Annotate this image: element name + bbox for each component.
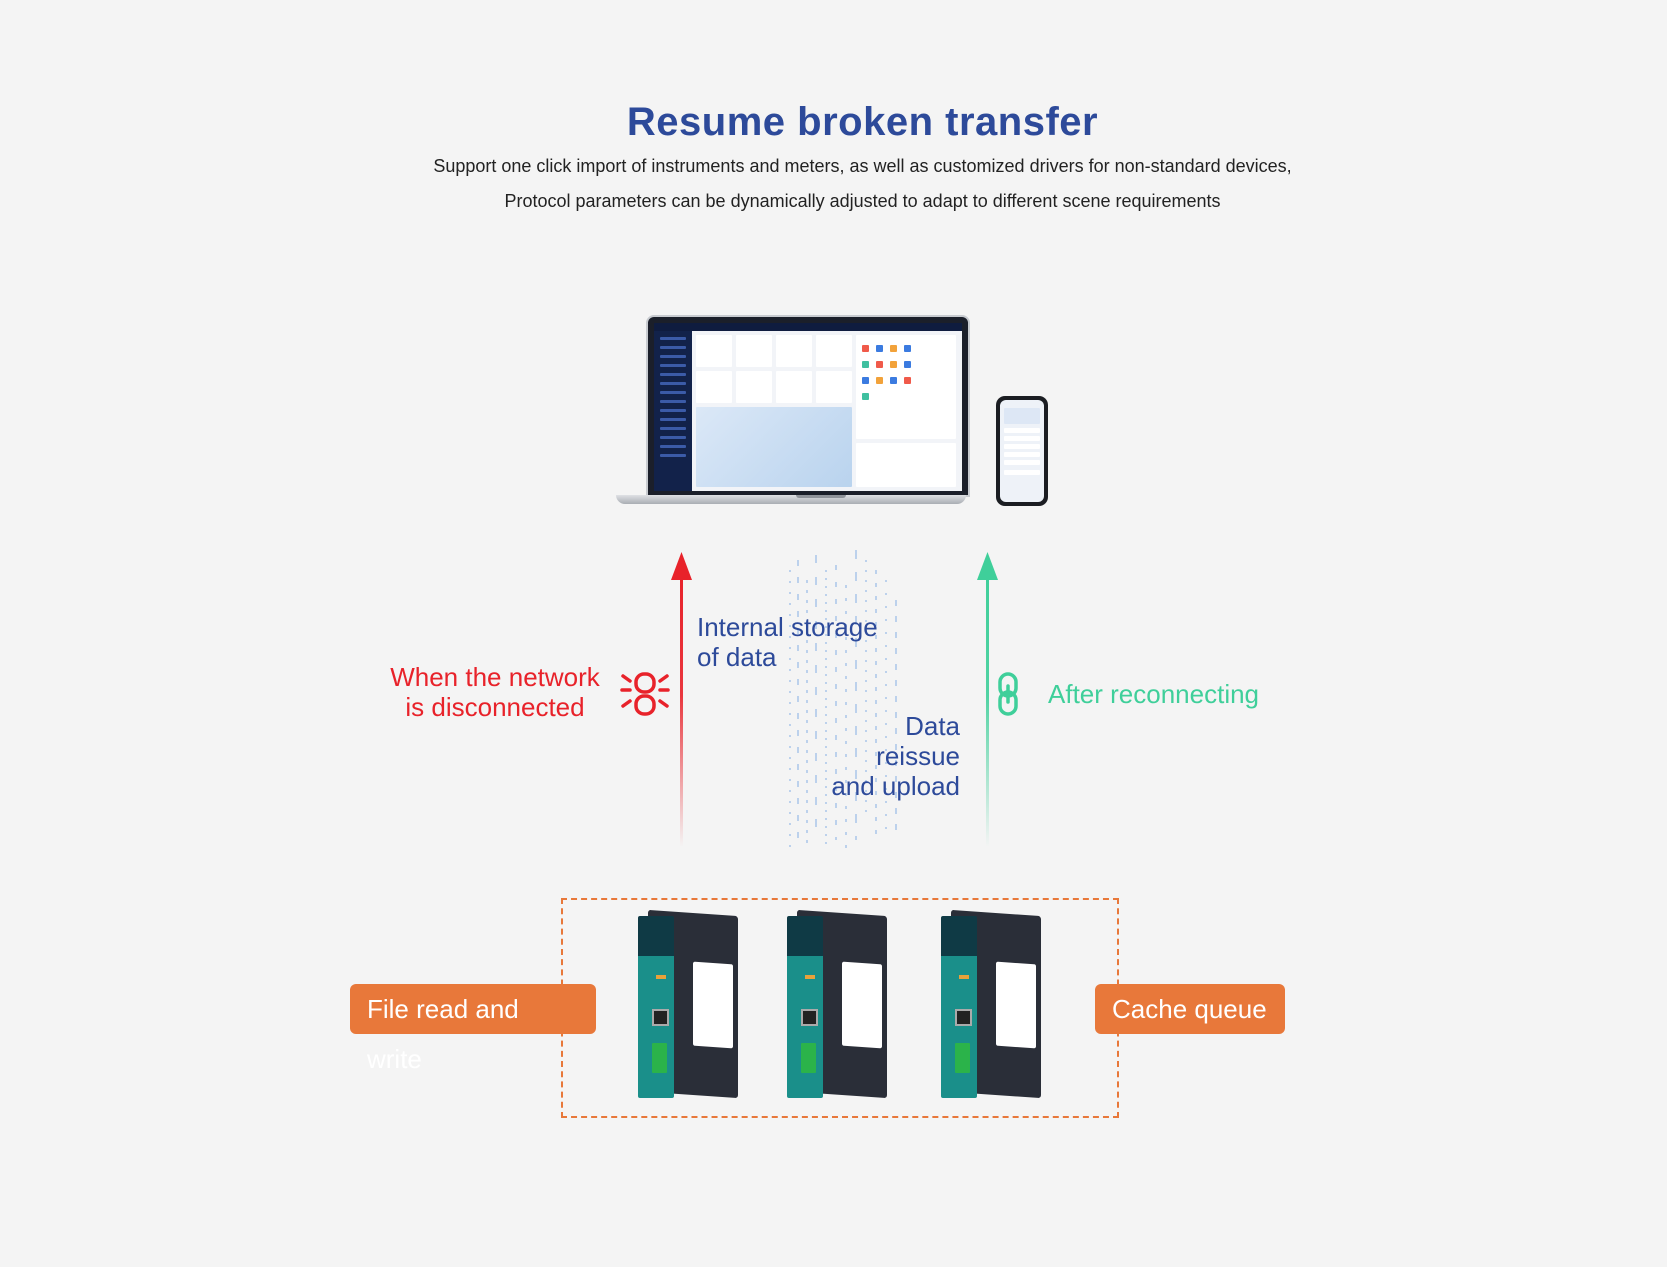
file-read-write-badge: File read and write	[350, 984, 596, 1074]
internal-line-2: of data	[697, 642, 777, 672]
dashboard-screen	[654, 323, 962, 491]
upload-arrow-red	[671, 552, 692, 847]
reissue-line-2: and upload	[831, 771, 960, 801]
page-title: Resume broken transfer	[626, 100, 1099, 144]
data-reissue-label: Data reissue and upload	[815, 711, 960, 801]
reissue-line-1: Data reissue	[876, 711, 960, 771]
disconnected-line-2: is disconnected	[405, 692, 585, 722]
gateway-device-2	[787, 909, 887, 1099]
laptop-illustration	[616, 315, 996, 505]
after-reconnecting-label: After reconnecting	[1048, 679, 1260, 709]
internal-line-1: Internal storage	[697, 612, 878, 642]
data-stream	[789, 550, 897, 855]
broken-link-icon	[620, 672, 670, 716]
disconnected-line-1: When the network	[390, 662, 600, 692]
subtitle-line-2: Protocol parameters can be dynamically a…	[504, 191, 1221, 211]
link-icon	[998, 672, 1018, 716]
gateway-device-1	[638, 909, 738, 1099]
subtitle-line-1: Support one click import of instruments …	[433, 156, 1292, 176]
internal-storage-label: Internal storage of data	[697, 612, 878, 672]
network-disconnected-label: When the network is disconnected	[380, 662, 610, 722]
upload-arrow-green	[977, 552, 998, 847]
transfer-arrows	[620, 550, 1018, 855]
phone-illustration	[996, 396, 1048, 506]
cache-queue-badge: Cache queue	[1095, 984, 1285, 1034]
gateway-device-3	[941, 909, 1041, 1099]
